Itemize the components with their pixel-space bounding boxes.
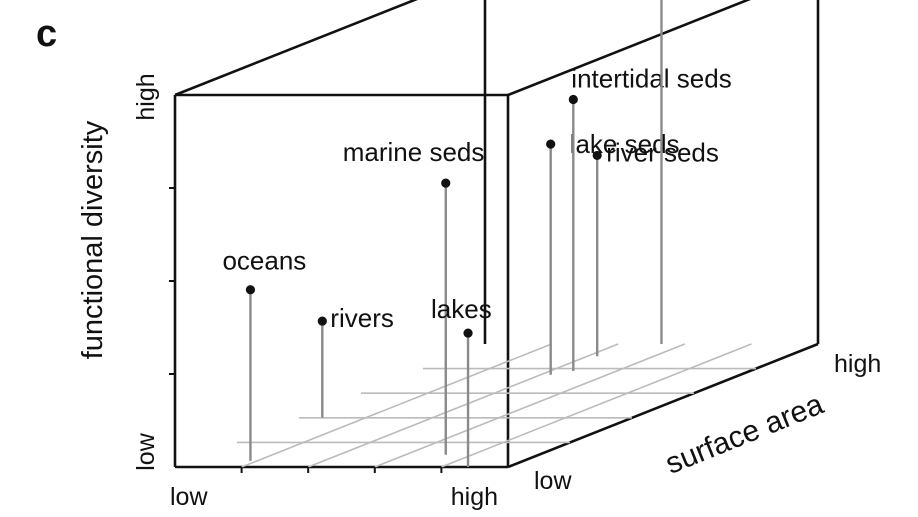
point-label-3: lakes bbox=[431, 294, 492, 324]
axes-box bbox=[173, 0, 820, 469]
point-6 bbox=[568, 94, 578, 105]
grid-line-x-3 bbox=[374, 343, 686, 468]
point-label-6: intertidal seds bbox=[571, 64, 731, 94]
edge-top-right-depth bbox=[507, 0, 751, 97]
point-4 bbox=[317, 316, 327, 326]
panel-label: c bbox=[36, 13, 57, 55]
point-5 bbox=[546, 139, 556, 149]
floor-grid bbox=[237, 343, 756, 468]
point-3 bbox=[463, 328, 473, 338]
point-7 bbox=[592, 150, 602, 161]
z-axis-ticks bbox=[169, 187, 443, 473]
z-axis-low-label: low bbox=[132, 432, 160, 470]
edge-top-left-depth bbox=[174, 0, 418, 97]
axis-y-floor bbox=[507, 342, 819, 469]
y-axis-title: surface area bbox=[661, 388, 828, 481]
y-axis-low-label: low bbox=[534, 467, 572, 495]
point-label-1: oceans bbox=[222, 246, 306, 276]
point-label-4: rivers bbox=[330, 303, 394, 333]
point-1 bbox=[245, 285, 256, 295]
z-axis-high-label: high bbox=[132, 73, 160, 120]
grid-line-x-1 bbox=[241, 343, 552, 468]
y-axis-high-label: high bbox=[834, 350, 881, 378]
point-2 bbox=[441, 178, 451, 188]
z-axis-title: functional diversity bbox=[77, 120, 109, 359]
point-label-2: marine seds bbox=[343, 137, 485, 167]
grid-line-x-2 bbox=[307, 343, 619, 468]
x-axis-low-label: low bbox=[170, 483, 208, 511]
grid-line-x-4 bbox=[441, 343, 752, 468]
x-axis-high-label: high bbox=[451, 483, 498, 511]
